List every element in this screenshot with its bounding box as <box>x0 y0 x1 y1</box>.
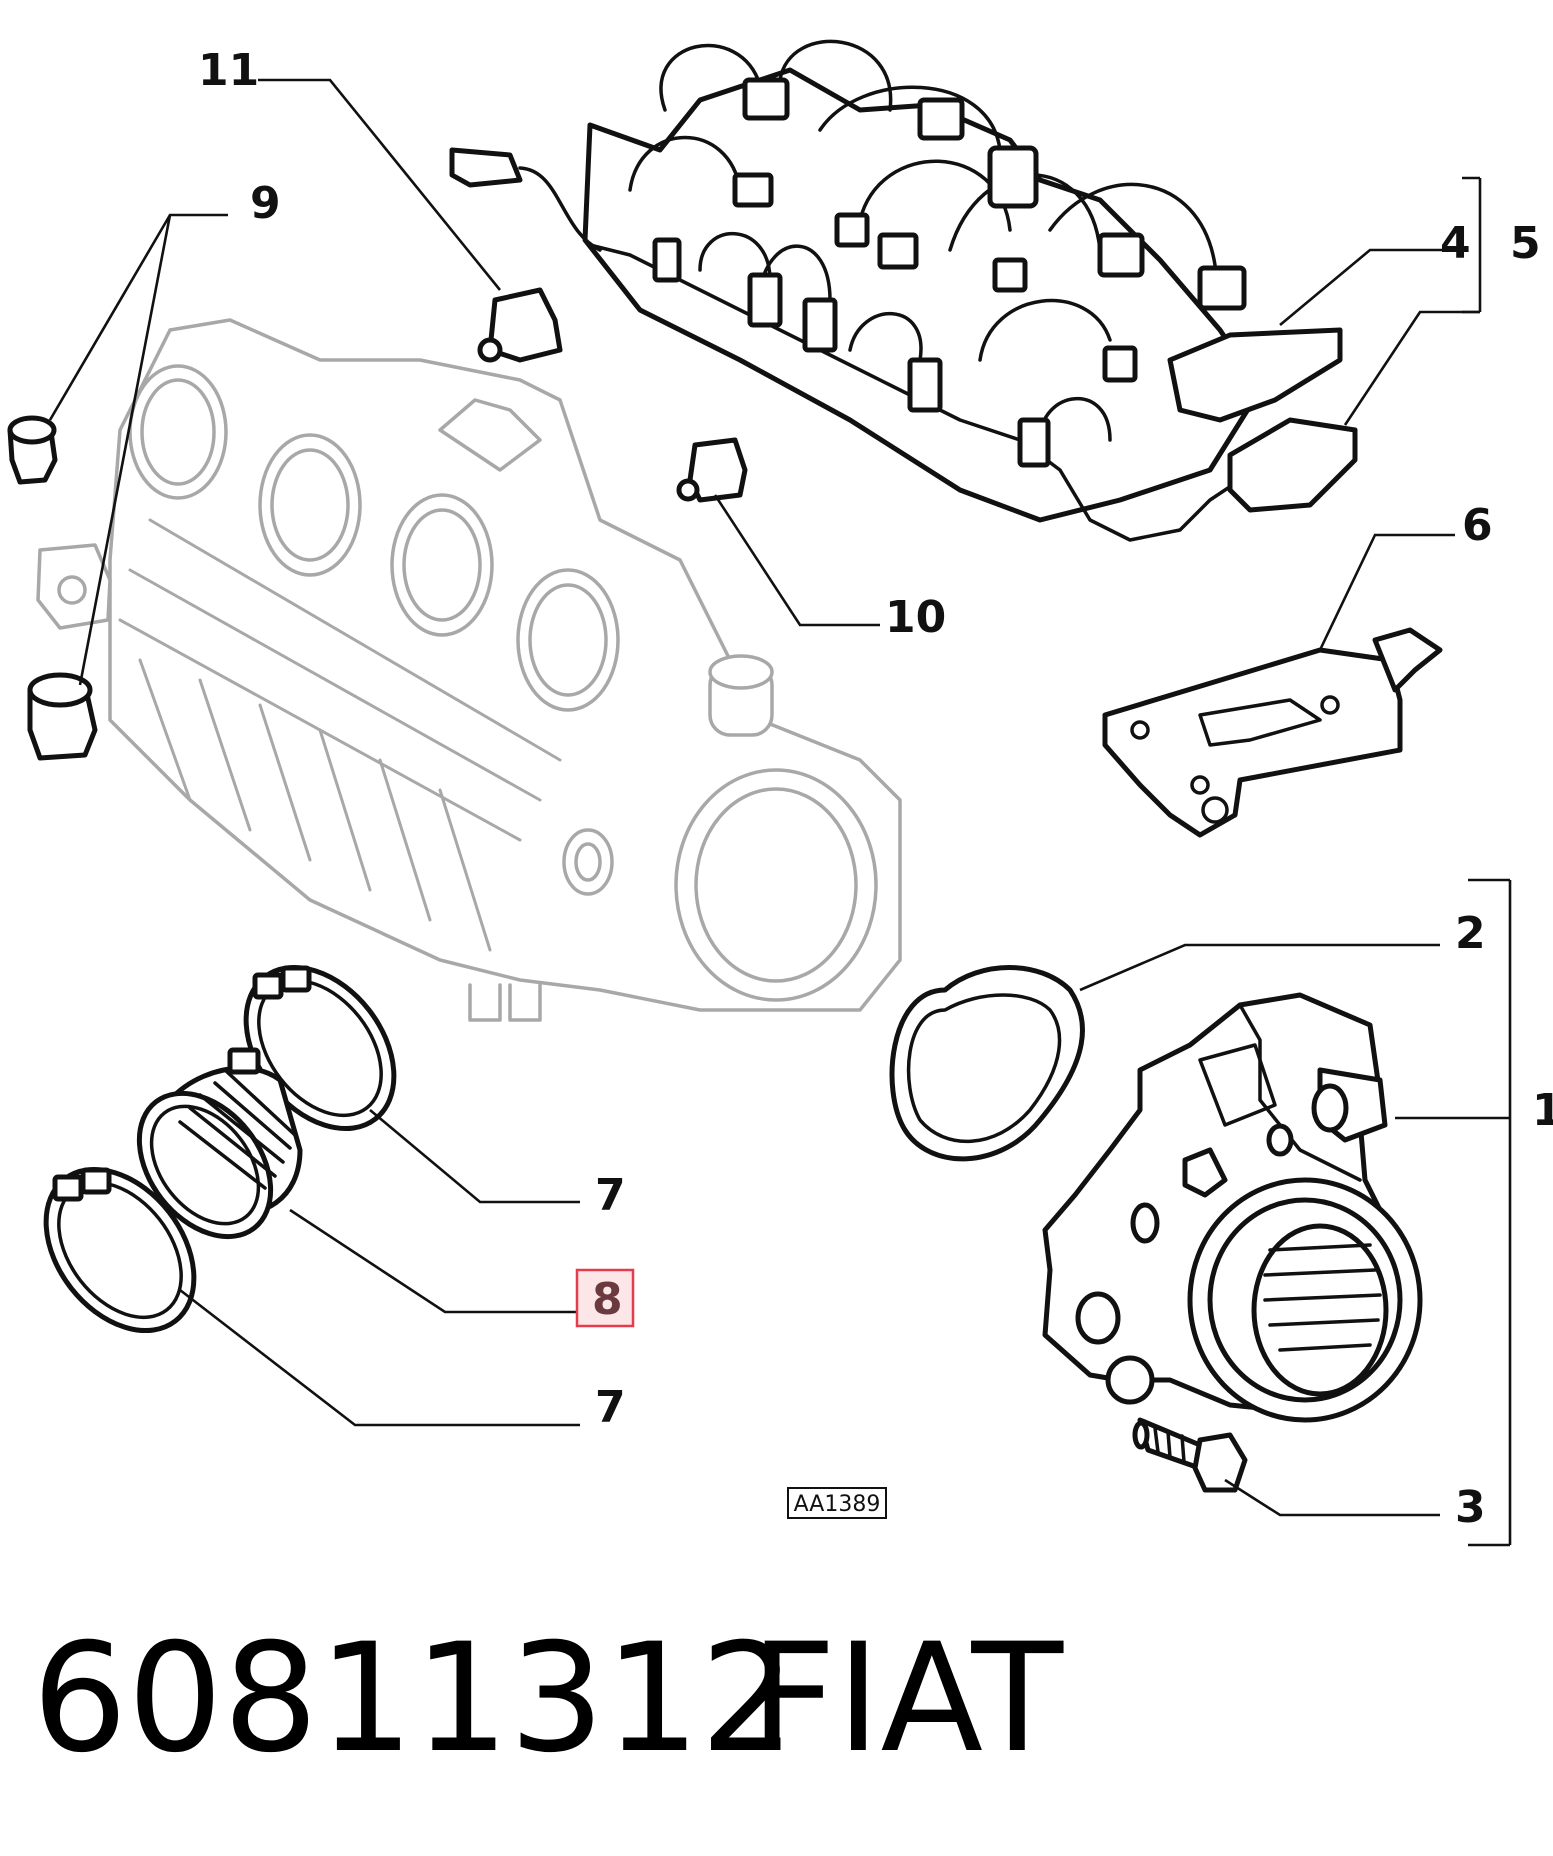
callout-8: 8 <box>592 1274 623 1325</box>
reference-code-box <box>787 1487 887 1519</box>
callout-labels: 11 9 4 5 6 10 2 1 7 8 7 3 AA1389 <box>198 45 1553 1533</box>
intake-sleeve <box>136 1047 303 1240</box>
callout-3: 3 <box>1455 1482 1486 1533</box>
callout-2: 2 <box>1455 908 1486 959</box>
throttle-body-gasket-plate <box>1102 627 1443 838</box>
highlight-box-8 <box>575 1268 635 1328</box>
reference-code: AA1389 <box>794 1492 881 1517</box>
intake-manifold <box>36 318 902 1022</box>
manifold-plugs <box>7 415 98 761</box>
throttle-body-oring <box>889 965 1085 1162</box>
callout-5: 5 <box>1510 218 1541 269</box>
part-number: 60811312 <box>32 1612 795 1786</box>
throttle-body-bolt <box>1132 1417 1248 1493</box>
callout-7-upper: 7 <box>595 1170 626 1221</box>
callout-11: 11 <box>198 45 259 96</box>
callout-1: 1 <box>1532 1085 1553 1136</box>
callout-6: 6 <box>1462 500 1493 551</box>
throttle-body <box>1042 992 1423 1423</box>
callout-4: 4 <box>1440 218 1471 269</box>
callout-10: 10 <box>885 592 946 643</box>
callout-9: 9 <box>250 178 281 229</box>
wiring-harness <box>449 39 1358 542</box>
hose-clamp-lower <box>43 1166 197 1334</box>
hose-clip-11 <box>477 287 563 363</box>
callout-7-lower: 7 <box>595 1382 626 1433</box>
brand-name: FIAT <box>750 1612 1064 1786</box>
leader-lines <box>48 78 1512 1547</box>
hose-clip-10 <box>676 437 748 503</box>
